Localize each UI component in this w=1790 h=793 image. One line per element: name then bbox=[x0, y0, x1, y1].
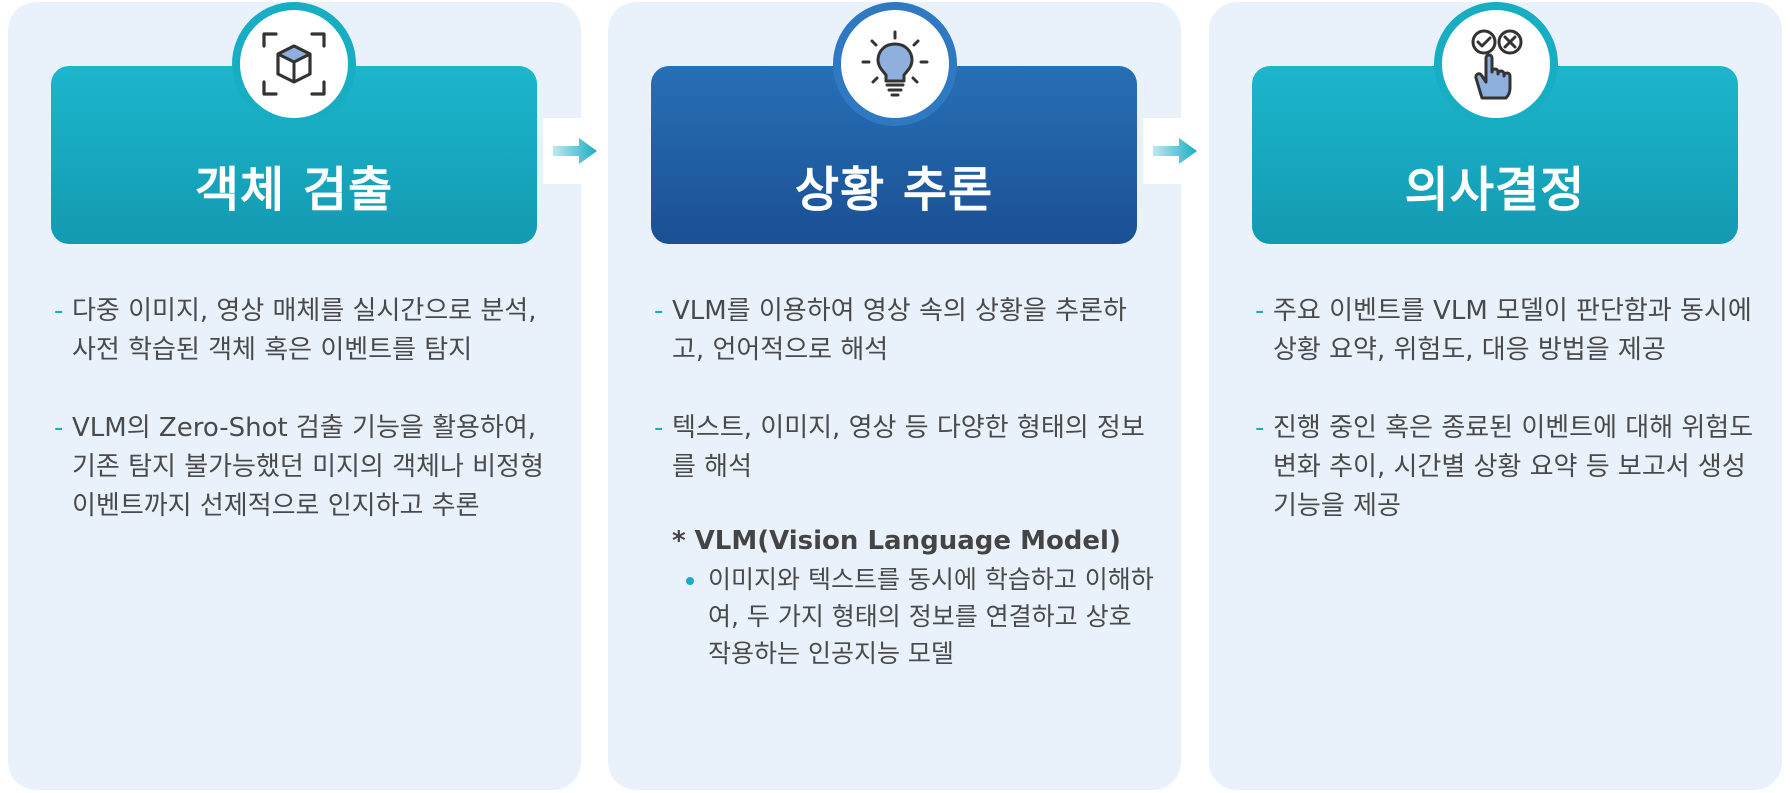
bullet-dash: - bbox=[654, 413, 664, 443]
bullet-text: 텍스트, 이미지, 영상 등 다양한 형태의 정보를 해석 bbox=[672, 413, 1145, 482]
check-cross-hand-icon bbox=[1434, 2, 1558, 126]
vlm-note-item: 이미지와 텍스트를 동시에 학습하고 이해하여, 두 가지 형태의 정보를 연결… bbox=[654, 561, 1154, 672]
step-title: 의사결정 bbox=[1404, 162, 1586, 218]
bullet-text: 주요 이벤트를 VLM 모델이 판단함과 동시에 상황 요약, 위험도, 대응 … bbox=[1273, 296, 1752, 365]
bullet-dash: - bbox=[54, 296, 64, 326]
vlm-note-text: 이미지와 텍스트를 동시에 학습하고 이해하여, 두 가지 형태의 정보를 연결… bbox=[708, 565, 1154, 668]
step-card-object-detection: 객체 검출 - 다중 이미지, 영상 매체를 실시간으로 분석, 사전 학습된 … bbox=[8, 2, 581, 790]
list-item: - VLM를 이용하여 영상 속의 상황을 추론하고, 언어적으로 해석 bbox=[654, 292, 1154, 370]
arrow-right-icon bbox=[553, 138, 597, 164]
list-item: - VLM의 Zero-Shot 검출 기능을 활용하여, 기존 탐지 불가능했… bbox=[54, 409, 554, 526]
step-banner: 상황 추론 bbox=[651, 66, 1137, 244]
step-bullets: - 다중 이미지, 영상 매체를 실시간으로 분석, 사전 학습된 객체 혹은 … bbox=[54, 292, 554, 565]
step-bullets: - VLM를 이용하여 영상 속의 상황을 추론하고, 언어적으로 해석 - 텍… bbox=[654, 292, 1154, 672]
arrow-right-icon bbox=[1153, 138, 1197, 164]
list-item: - 텍스트, 이미지, 영상 등 다양한 형태의 정보를 해석 bbox=[654, 409, 1154, 487]
bullet-dash: - bbox=[1255, 296, 1265, 326]
list-item: - 다중 이미지, 영상 매체를 실시간으로 분석, 사전 학습된 객체 혹은 … bbox=[54, 292, 554, 370]
bullet-text: 진행 중인 혹은 종료된 이벤트에 대해 위험도 변화 추이, 시간별 상황 요… bbox=[1273, 413, 1754, 521]
bullet-text: 다중 이미지, 영상 매체를 실시간으로 분석, 사전 학습된 객체 혹은 이벤… bbox=[72, 296, 537, 365]
step-card-situation-reasoning: 상황 추론 - VLM를 이용하여 영상 속의 상황을 추론하고, 언어적으로 … bbox=[608, 2, 1181, 790]
lightbulb-icon bbox=[833, 2, 957, 126]
list-item: - 주요 이벤트를 VLM 모델이 판단함과 동시에 상황 요약, 위험도, 대… bbox=[1255, 292, 1755, 370]
bullet-dash: - bbox=[54, 413, 64, 443]
bullet-dot bbox=[686, 577, 694, 585]
bullet-text: VLM의 Zero-Shot 검출 기능을 활용하여, 기존 탐지 불가능했던 … bbox=[72, 413, 544, 521]
cube-scan-icon bbox=[232, 2, 356, 126]
flow-connector bbox=[543, 118, 607, 184]
bullet-dash: - bbox=[1255, 413, 1265, 443]
step-bullets: - 주요 이벤트를 VLM 모델이 판단함과 동시에 상황 요약, 위험도, 대… bbox=[1255, 292, 1755, 565]
vlm-note-title: * VLM(Vision Language Model) bbox=[672, 526, 1121, 556]
bullet-text: VLM를 이용하여 영상 속의 상황을 추론하고, 언어적으로 해석 bbox=[672, 296, 1127, 365]
bullet-dash: - bbox=[654, 296, 664, 326]
step-card-decision-making: 의사결정 - 주요 이벤트를 VLM 모델이 판단함과 동시에 상황 요약, 위… bbox=[1209, 2, 1782, 790]
flow-connector bbox=[1143, 118, 1207, 184]
step-title: 객체 검출 bbox=[194, 162, 394, 218]
list-item: - 진행 중인 혹은 종료된 이벤트에 대해 위험도 변화 추이, 시간별 상황… bbox=[1255, 409, 1755, 526]
step-title: 상황 추론 bbox=[794, 162, 994, 218]
